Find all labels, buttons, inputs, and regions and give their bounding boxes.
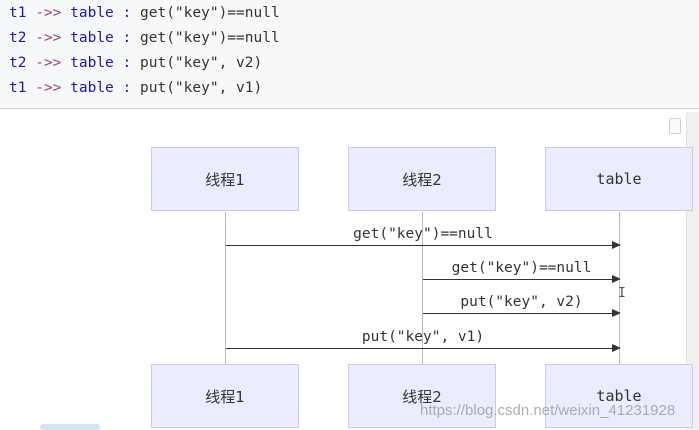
- operation-token: put("key", v1): [140, 80, 263, 96]
- code-block: t1 ->> table : get("key")==null t2 ->> t…: [0, 0, 699, 108]
- arrow-token: ->>: [35, 5, 62, 21]
- arrow-token: ->>: [35, 30, 62, 46]
- message-label: put("key", v2): [460, 294, 583, 310]
- actor-thread1-top: 线程1: [151, 147, 299, 211]
- actor-thread2-bottom: 线程2: [348, 364, 496, 428]
- message-label: get("key")==null: [451, 260, 592, 276]
- target-token: table: [70, 55, 114, 71]
- copy-icon[interactable]: [669, 118, 681, 134]
- operation-token: get("key")==null: [140, 5, 280, 21]
- thread-token: t2: [9, 55, 27, 71]
- code-line: t1 ->> table : put("key", v1): [9, 78, 262, 98]
- actor-table-bottom: table: [545, 364, 693, 428]
- arrowhead-icon: [612, 344, 621, 352]
- separator-token: :: [122, 30, 132, 46]
- thread-token: t1: [9, 5, 27, 21]
- arrowhead-icon: [612, 275, 621, 283]
- message-label: get("key")==null: [353, 226, 493, 242]
- arrowhead-icon: [612, 241, 621, 249]
- separator-token: :: [122, 5, 132, 21]
- lifeline-table: [619, 212, 620, 364]
- code-line: t1 ->> table : get("key")==null: [9, 3, 280, 23]
- arrow-token: ->>: [35, 80, 62, 96]
- text-cursor-icon: I: [618, 286, 626, 301]
- target-token: table: [70, 80, 114, 96]
- code-line: t2 ->> table : put("key", v2): [9, 53, 262, 73]
- thread-token: t2: [9, 30, 27, 46]
- message-label: put("key", v1): [361, 329, 485, 345]
- code-divider: [0, 108, 699, 109]
- code-line: t2 ->> table : get("key")==null: [9, 28, 280, 48]
- operation-token: get("key")==null: [140, 30, 280, 46]
- target-token: table: [70, 5, 114, 21]
- lifeline-thread2: [422, 212, 423, 364]
- target-token: table: [70, 30, 114, 46]
- message-arrow-line: [226, 245, 614, 246]
- separator-token: :: [122, 80, 132, 96]
- actor-thread2-top: 线程2: [348, 147, 496, 211]
- watermark: https://blog.csdn.net/weixin_41231928: [420, 402, 676, 419]
- message-arrow-line: [226, 348, 614, 349]
- thread-token: t1: [9, 80, 27, 96]
- actor-thread1-bottom: 线程1: [151, 364, 299, 428]
- arrowhead-icon: [612, 309, 621, 317]
- message-arrow-line: [423, 313, 614, 314]
- message-arrow-line: [423, 279, 614, 280]
- operation-token: put("key", v2): [140, 55, 263, 71]
- actor-table-top: table: [545, 147, 693, 211]
- decoration: [40, 424, 100, 430]
- lifeline-thread1: [225, 212, 226, 364]
- separator-token: :: [122, 55, 132, 71]
- arrow-token: ->>: [35, 55, 62, 71]
